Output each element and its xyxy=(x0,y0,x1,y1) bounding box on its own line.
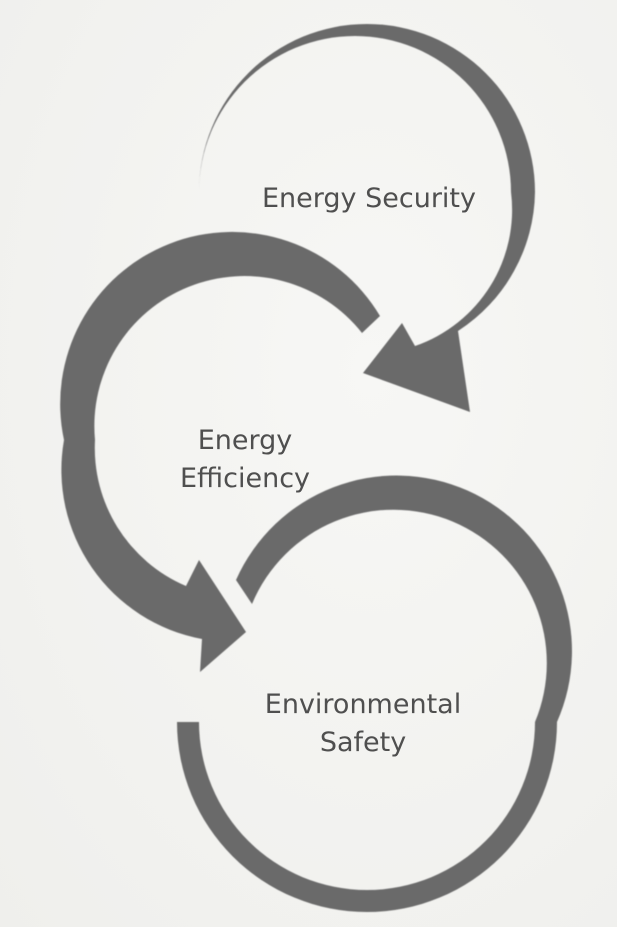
node-label-environmental-safety: Environmental Safety xyxy=(232,686,494,762)
node-label-line: Energy Security xyxy=(262,183,476,214)
node-label-line: Safety xyxy=(319,727,407,758)
node-label-line: Efficiency xyxy=(179,463,311,494)
node-label-energy-efficiency: Energy Efficiency xyxy=(160,422,330,498)
node-label-line: Energy xyxy=(197,425,293,456)
efficiency-ring-arrow xyxy=(60,231,381,673)
node-label-energy-security: Energy Security xyxy=(238,180,500,218)
node-label-line: Environmental xyxy=(264,689,462,720)
security-ring-arrow xyxy=(177,24,535,412)
